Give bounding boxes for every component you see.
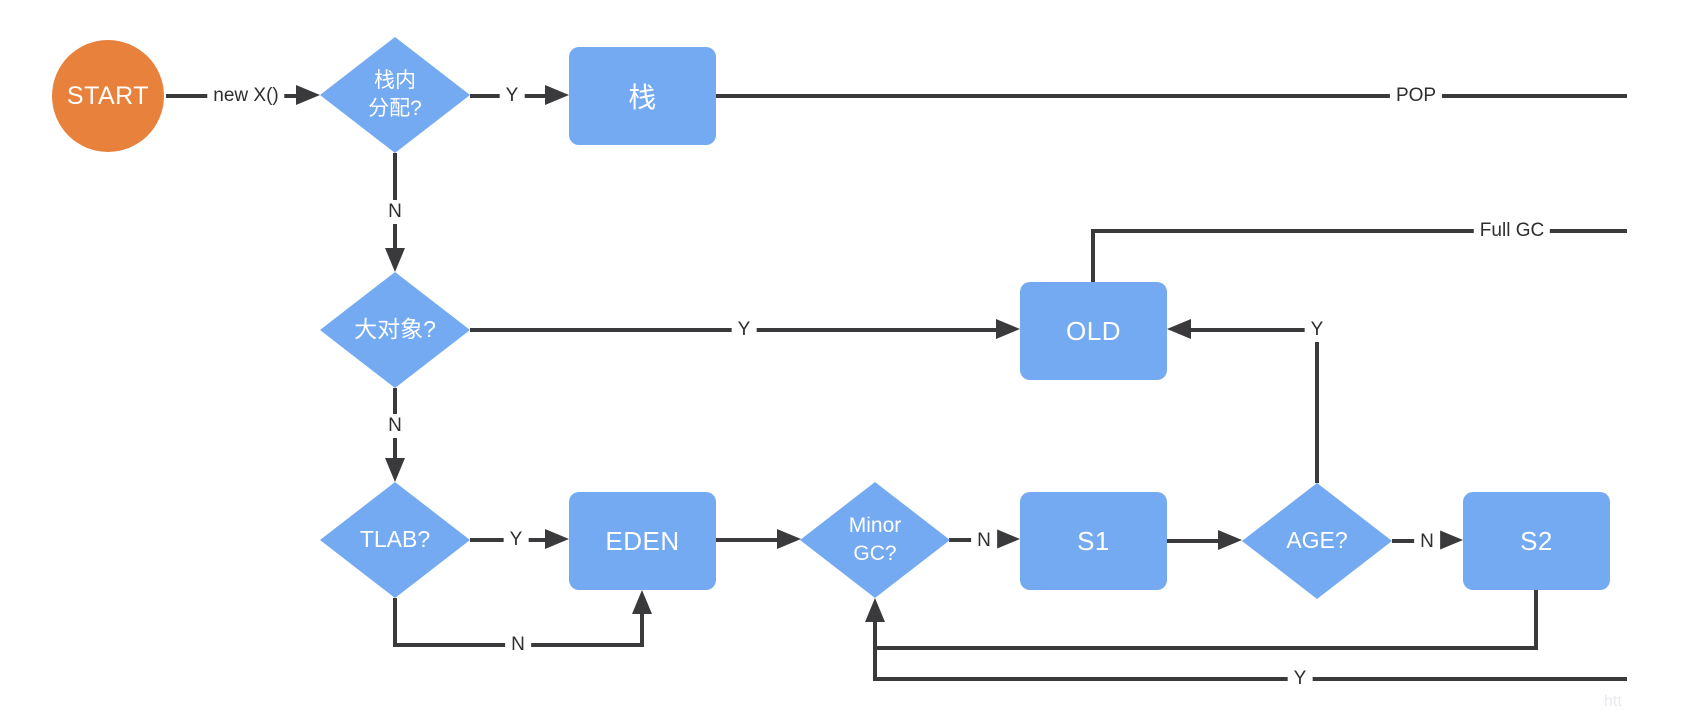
node-eden: EDEN — [569, 492, 716, 590]
label-full-gc: Full GC — [1473, 219, 1551, 243]
label-tlab-no: N — [505, 633, 531, 657]
node-s2-label: S2 — [1520, 525, 1553, 556]
node-minor-gc-label-line2: GC? — [853, 542, 897, 565]
label-stackalloc-no: N — [382, 200, 408, 224]
node-start-label: START — [66, 81, 150, 110]
node-s1: S1 — [1020, 492, 1167, 590]
node-age-label: AGE? — [1286, 527, 1348, 554]
node-minor-gc: Minor GC? — [800, 482, 950, 598]
node-old: OLD — [1020, 282, 1167, 380]
arrowhead-into-tlab — [385, 458, 405, 482]
arrowhead-into-old-right — [1167, 319, 1191, 339]
arrowhead-into-eden-bottom — [632, 590, 652, 614]
node-stack-label: 栈 — [628, 82, 657, 113]
edge-tlab-no-riser — [640, 612, 644, 647]
watermark-text: htt — [1604, 693, 1622, 710]
edge-age-yes-riser — [1315, 330, 1319, 483]
arrowhead-into-s2 — [1439, 530, 1463, 550]
label-tlab-yes: Y — [503, 528, 529, 552]
node-stack-alloc-label-line2: 分配? — [368, 97, 422, 120]
node-s2: S2 — [1463, 492, 1610, 590]
node-s1-label: S1 — [1077, 525, 1110, 556]
label-bigobject-yes: Y — [731, 318, 757, 342]
edge-eden-to-minorgc — [716, 538, 778, 542]
node-eden-label: EDEN — [605, 525, 680, 556]
node-tlab: TLAB? — [320, 482, 470, 598]
node-start: START — [52, 40, 164, 152]
label-age-yes: Y — [1304, 318, 1330, 342]
edge-s2-loop-across — [873, 646, 1538, 650]
node-tlab-label: TLAB? — [359, 526, 431, 553]
arrowhead-into-bigobject — [385, 248, 405, 272]
edge-old-fullgc-riser — [1091, 231, 1095, 282]
node-big-object-label: 大对象? — [354, 316, 436, 343]
edge-s2-loop-down — [1534, 590, 1538, 650]
node-stack-alloc: 栈内 分配? — [320, 37, 470, 153]
edge-minorgc-loop-yes — [873, 677, 1627, 681]
arrowhead-into-old-left — [996, 319, 1020, 339]
label-minorgc-loop-yes: Y — [1287, 667, 1313, 691]
node-old-label: OLD — [1066, 315, 1121, 346]
label-pop: POP — [1389, 84, 1443, 108]
label-bigobject-no: N — [382, 414, 408, 438]
label-age-no: N — [1414, 530, 1440, 554]
node-big-object: 大对象? — [320, 272, 470, 388]
arrowhead-into-age — [1218, 530, 1242, 550]
edge-tlab-no-down — [393, 598, 397, 647]
label-stackalloc-yes: Y — [499, 84, 525, 108]
arrowhead-into-eden-left — [545, 529, 569, 549]
label-minorgc-no: N — [971, 529, 997, 553]
edge-s1-to-age — [1167, 539, 1221, 543]
arrowhead-into-s1 — [996, 529, 1020, 549]
arrowhead-into-minorgc-bottom — [865, 598, 885, 622]
arrowhead-into-minorgc — [777, 529, 801, 549]
node-age: AGE? — [1242, 483, 1392, 599]
edge-old-fullgc-out — [1091, 229, 1627, 233]
arrowhead-into-stackalloc — [296, 85, 320, 105]
node-minor-gc-label-line1: Minor — [848, 513, 902, 537]
edge-age-yes-to-old — [1191, 328, 1319, 332]
label-new-x: new X() — [207, 84, 285, 108]
edge-stack-pop-out — [716, 94, 1627, 98]
node-stack-alloc-label-line1: 栈内 — [374, 68, 416, 92]
arrowhead-into-stack — [545, 85, 569, 105]
node-stack: 栈 — [569, 47, 716, 145]
edge-minorgc-loop-riser — [873, 618, 877, 681]
